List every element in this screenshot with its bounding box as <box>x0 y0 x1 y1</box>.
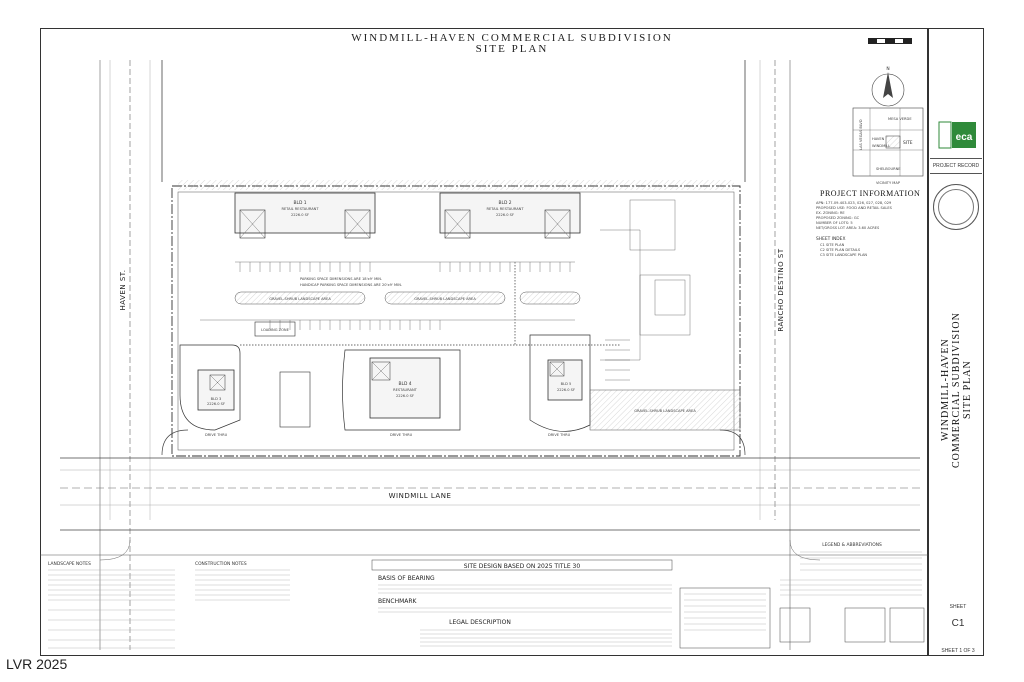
vicinity-road-windmill: WINDMILL <box>872 144 890 148</box>
building-2-label: BLD 2 <box>498 200 511 206</box>
parking-row-top <box>235 261 575 272</box>
svg-text:N: N <box>886 66 889 72</box>
building-5-label: BLD 5 <box>561 382 572 386</box>
vicinity-road-lvblvd: LAS VEGAS BLVD <box>859 119 863 150</box>
building-4-area: 2226.0 SF <box>396 394 414 398</box>
plan-subtitle: SITE PLAN <box>475 43 549 55</box>
landscape-label-1: GRAVEL-SHRUB LANDSCAPE AREA <box>269 297 331 301</box>
east-landscape-area <box>589 389 741 431</box>
firm-name: eca <box>956 132 973 143</box>
building-2: BLD 2 RETAIL RESTAURANT 2226.0 SF <box>439 192 581 239</box>
haven-street <box>99 60 163 650</box>
east-landscape-label: GRAVEL-SHRUB LANDSCAPE AREA <box>634 409 696 413</box>
title-block <box>928 28 984 656</box>
drive-thru-label-1: DRIVE THRU <box>205 433 228 437</box>
vicinity-road-shelbourne: SHELBOURNE <box>876 167 901 171</box>
listing-watermark: LVR 2025 <box>6 656 68 672</box>
building-2-use: RETAIL RESTAURANT <box>486 207 524 211</box>
building-2-area: 2226.0 SF <box>496 213 514 217</box>
construction-notes-heading: CONSTRUCTION NOTES <box>195 561 247 567</box>
building-3-label: BLD 3 <box>211 397 222 401</box>
building-5-area: 2226.0 SF <box>557 388 575 392</box>
landscape-island-1 <box>234 291 366 305</box>
landscape-label-2: GRAVEL-SHRUB LANDSCAPE AREA <box>414 297 476 301</box>
vicinity-road-mesa-verde: MESA VERDE <box>888 117 912 121</box>
drive-thru-label-2: DRIVE THRU <box>390 433 413 437</box>
firm-logo-icon: eca <box>938 121 976 149</box>
project-record-label: PROJECT RECORD <box>930 158 982 174</box>
vicinity-site-label: SITE <box>903 140 913 146</box>
windmill-lane-label: WINDMILL LANE <box>389 492 452 500</box>
east-parking <box>600 199 691 381</box>
building-1-use: RETAIL RESTAURANT <box>281 207 319 211</box>
site-design-note: SITE DESIGN BASED ON 2025 TITLE 30 <box>464 563 581 570</box>
before-you-dig-icon <box>889 607 925 643</box>
landscape-island-2 <box>384 291 506 305</box>
drawing-sheet-border <box>40 28 928 656</box>
vicinity-map: MESA VERDE HAVEN WINDMILL SHELBOURNE LAS… <box>852 107 924 185</box>
property-line <box>177 191 735 451</box>
legal-description-heading: LEGAL DESCRIPTION <box>449 619 511 626</box>
building-1: BLD 1 RETAIL RESTAURANT 2226.0 SF <box>234 192 376 239</box>
project-info-line-3: EX. ZONING: RE <box>816 211 845 215</box>
north-arrow-icon: N <box>871 66 905 107</box>
bottom-notes: LANDSCAPE NOTES CONSTRUCTION NOTES SITE … <box>40 542 928 649</box>
sheet-index-item-1: C1 SITE PLAN <box>820 243 845 247</box>
legend-heading: LEGEND & ABBREVIATIONS <box>822 542 882 548</box>
building-1-area: 2226.0 SF <box>291 213 309 217</box>
sheet-label: SHEET <box>949 604 967 610</box>
landscape-notes-heading: LANDSCAPE NOTES <box>48 561 91 567</box>
sheet-count: SHEET 1 OF 3 <box>941 648 975 654</box>
rancho-destino-label: RANCHO DESTINO ST <box>777 248 785 332</box>
trash-enclosure <box>279 371 311 428</box>
project-info-line-2: PROPOSED USE: FOOD AND RETAIL SALES <box>816 206 893 210</box>
landscape-island-3 <box>519 291 581 305</box>
basis-of-bearing-heading: BASIS OF BEARING <box>378 575 435 582</box>
project-info-line-4: PROPOSED ZONING: GC <box>816 216 860 220</box>
handicap-dimension-note: HANDICAP PARKING SPACE DIMENSIONS ARE 20… <box>300 283 402 287</box>
loading-zone <box>254 321 296 337</box>
title-block-project-title: WINDMILL-HAVEN COMMERCIAL SUBDIVISION SI… <box>930 300 982 480</box>
vicinity-map-label: VICINITY MAP <box>876 181 901 185</box>
building-3-area: 2226.0 SF <box>207 402 225 406</box>
project-info-line-5: NUMBER OF LOTS: 5 <box>816 221 853 225</box>
scale-bar-icon <box>868 38 912 44</box>
windmill-lane <box>60 457 920 531</box>
sheet-number: C1 <box>951 618 965 629</box>
building-4-label: BLD 4 <box>398 381 411 387</box>
dig-safe-icon <box>844 607 886 643</box>
building-5: BLD 5 2226.0 SF <box>529 334 591 432</box>
project-information: PROJECT INFORMATION APN: 177-09-403-023,… <box>816 189 920 257</box>
project-info-line-1: APN: 177-09-403-023, 026, 027, 028, 029 <box>816 201 892 205</box>
parking-dimension-note: PARKING SPACE DIMENSIONS ARE 18'x9' MIN. <box>300 277 382 281</box>
building-4: BLD 4 RESTAURANT 2226.0 SF <box>342 349 461 431</box>
building-4-use: RESTAURANT <box>393 388 418 392</box>
loading-zone-label: LOADING ZONE <box>261 328 290 332</box>
engineer-seal-icon <box>933 184 979 230</box>
building-3: BLD 3 2226.0 SF <box>179 344 241 431</box>
sheet-index-heading: SHEET INDEX <box>816 236 845 242</box>
project-info-heading: PROJECT INFORMATION <box>820 189 920 198</box>
title-block-project-title-text: WINDMILL-HAVEN COMMERCIAL SUBDIVISION SI… <box>939 312 973 468</box>
sheet-index-item-2: C2 SITE PLAN DETAILS <box>820 248 861 252</box>
plan-title: WINDMILL-HAVEN COMMERCIAL SUBDIVISION <box>351 32 673 44</box>
call-811-icon <box>779 607 811 643</box>
vicinity-road-haven: HAVEN <box>872 137 885 141</box>
parking-row-middle <box>200 319 575 330</box>
drive-thru-label-3: DRIVE THRU <box>548 433 571 437</box>
haven-street-label: HAVEN ST. <box>119 270 127 311</box>
project-info-line-6: NET/GROSS LOT AREA: 3.60 ACRES <box>816 226 880 230</box>
benchmark-heading: BENCHMARK <box>378 598 418 605</box>
sheet-index-item-3: C3 SITE LANDSCAPE PLAN <box>820 253 867 257</box>
building-1-label: BLD 1 <box>293 200 306 206</box>
rancho-destino-street <box>744 60 791 650</box>
